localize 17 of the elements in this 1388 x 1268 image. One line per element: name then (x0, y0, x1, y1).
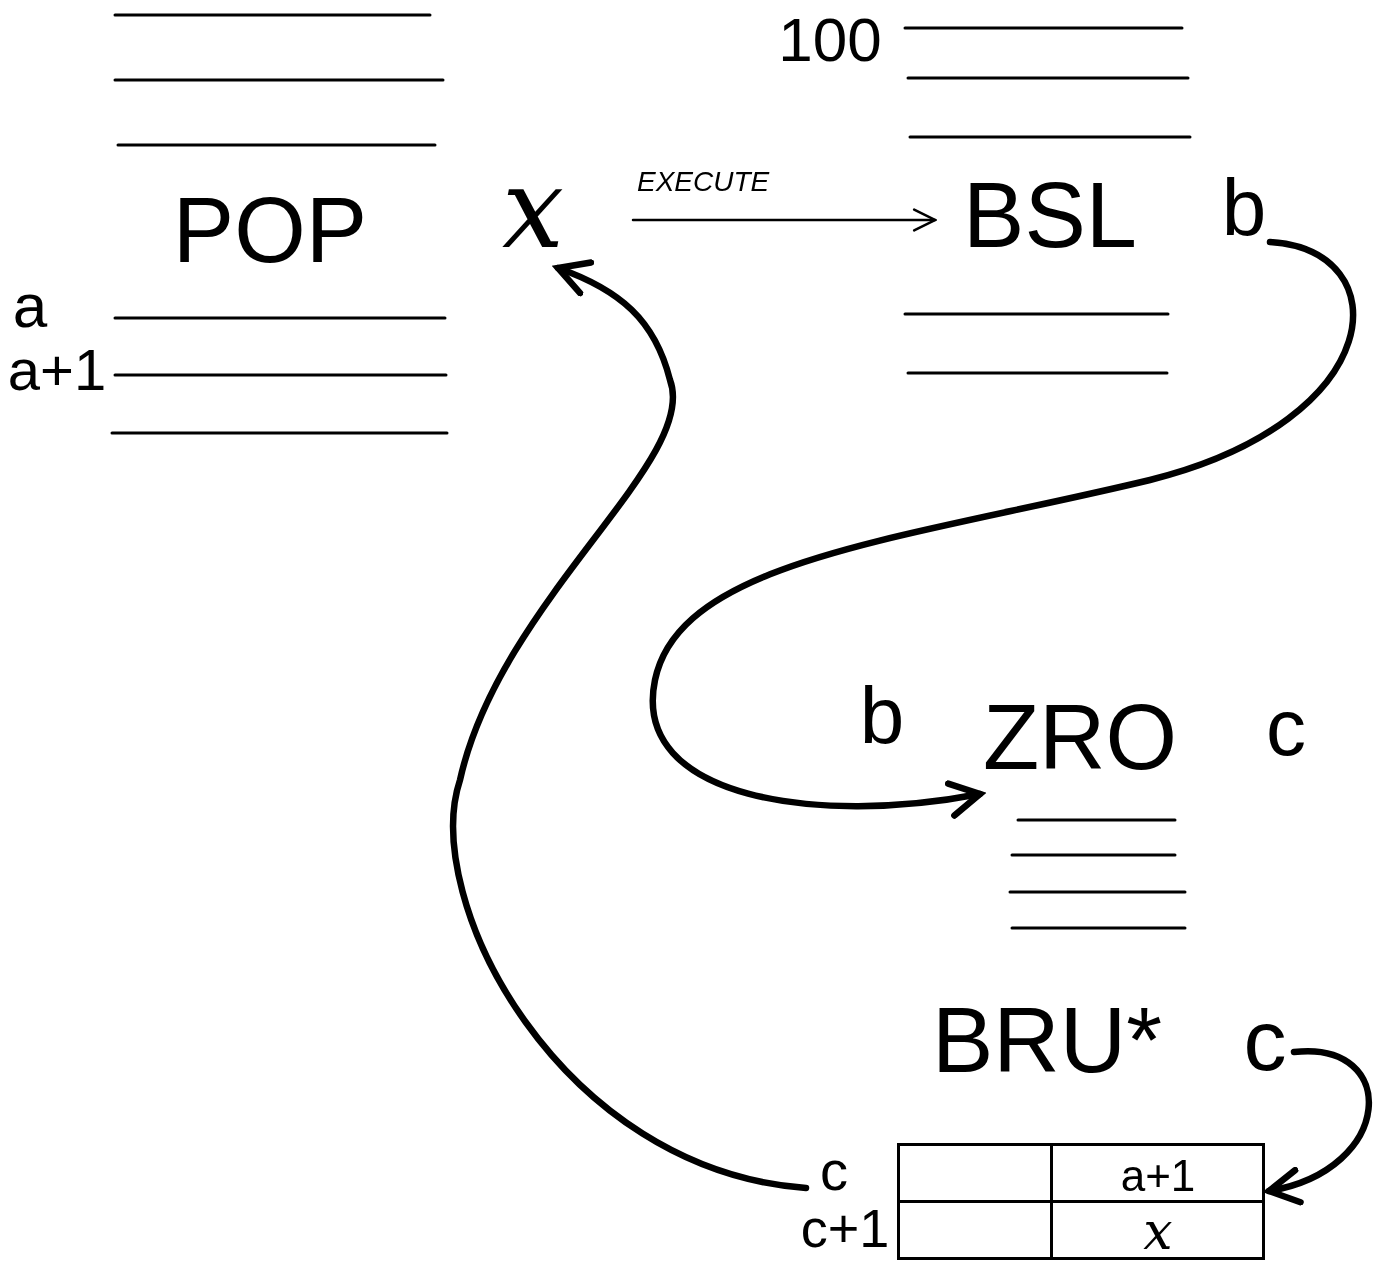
address-label: b (858, 670, 906, 762)
arrow (450, 259, 810, 1192)
operand-label: x (478, 150, 588, 268)
operand-label: c (1265, 682, 1307, 774)
table-cell-value: x (1058, 1204, 1258, 1258)
instruction-label: BSL (955, 165, 1145, 265)
table-cell-value: a+1 (1058, 1150, 1258, 1202)
memory-table (897, 1143, 1265, 1260)
arrow (1265, 1048, 1372, 1203)
arrow (631, 208, 937, 232)
address-label: 100 (777, 5, 883, 75)
operand-label: c (1236, 992, 1294, 1088)
instruction-label: BRU* (912, 990, 1182, 1090)
arrow (649, 238, 1357, 818)
instruction-label: POP (160, 180, 380, 280)
instruction-label: ZRO (980, 672, 1180, 802)
operand-label: b (1218, 160, 1270, 256)
